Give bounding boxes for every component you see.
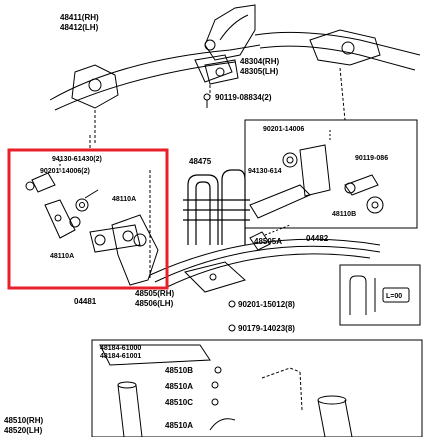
label-48510: 48510(RH): [4, 416, 43, 425]
bushing-48110A-upper: [75, 198, 89, 212]
highlighted-shackle-group: [25, 160, 159, 286]
shock-body-right: [135, 384, 143, 437]
shackle-left-hole: [54, 214, 62, 222]
frame-rail-left: [49, 44, 261, 101]
crossmember-right: [309, 29, 381, 66]
crossmember-hole: [341, 41, 355, 55]
shackle-left-nut: [25, 181, 35, 191]
shock-absorber-section: [91, 339, 423, 437]
label-04482: 04482: [306, 234, 329, 243]
label-90201-14006-top: 90201-14006: [263, 126, 304, 133]
label-94130-614: 94130-614: [248, 168, 282, 175]
inset-length-label: L=00: [386, 293, 402, 300]
highlight-box: [7, 148, 169, 290]
shock-large-left: [317, 399, 326, 437]
frame-tube-right-lower: [259, 45, 416, 71]
shackle-link-bar: [89, 224, 141, 253]
shackle-hanger-hole: [133, 233, 147, 247]
bracket-48304: [204, 59, 239, 85]
leader-48505A: [264, 224, 291, 236]
rear-hanger-bracket: [204, 4, 256, 61]
shock-eye: [209, 418, 236, 431]
bushing-leader: [84, 189, 99, 199]
bushing-48110A-lower: [69, 216, 81, 228]
bump-stop-48505A: [249, 231, 271, 251]
shock-body-left: [117, 384, 125, 437]
shackle-pin: [282, 152, 298, 168]
lower-detail-box: [91, 339, 423, 437]
shackle-bracket-arm: [249, 184, 311, 219]
label-90119-08834: 90119-08834(2): [215, 93, 272, 102]
leaf-spring: [149, 224, 381, 293]
spring-seat-plate: [184, 261, 246, 293]
label-48505A: 48505A: [254, 237, 282, 246]
label-48305: 48305(LH): [240, 67, 279, 76]
upper-frame-assembly: [49, 4, 421, 150]
u-bolt-48475: [183, 169, 250, 245]
label-48505: 48505(RH): [135, 289, 174, 298]
shackle-bracket-hole: [88, 78, 102, 92]
label-48411: 48411(RH): [60, 13, 99, 22]
shock-dashed-2: [299, 371, 303, 411]
lower-bracket: [99, 344, 211, 366]
label-90201-14006: 90201-14006(2): [40, 168, 90, 175]
shackle-left-plate: [44, 199, 76, 239]
label-48475: 48475: [189, 157, 212, 166]
shackle-bracket-front: [194, 54, 233, 83]
hanger-bracket-detail: [219, 14, 249, 41]
label-90201-15012: 90201-15012(8): [238, 300, 295, 309]
label-48510B: 48510B: [165, 366, 193, 375]
spring-seat-hole: [209, 273, 217, 281]
shackle-bushing-48110B: [366, 196, 384, 214]
u-bolt-inset: [339, 264, 421, 326]
lower-nut-3: [211, 398, 219, 406]
label-48110A-a: 48110A: [112, 196, 136, 203]
shackle-washer: [344, 182, 356, 194]
shackle-link-hole-2: [122, 230, 134, 242]
bushing-48110A-upper-inner: [79, 202, 85, 208]
label-48510C: 48510C: [165, 398, 193, 407]
label-48520: 48520(LH): [4, 426, 43, 435]
lower-nut-2: [211, 381, 219, 389]
label-90119-086: 90119-086: [355, 155, 388, 162]
nut-90201-15012: [228, 300, 236, 308]
label-48510A: 48510A: [165, 382, 193, 391]
label-94130-61430: 94130-61430(2): [52, 156, 102, 163]
bracket-48304-hole: [215, 67, 225, 77]
label-48506: 48506(LH): [135, 299, 174, 308]
dashed-leader-3: [339, 67, 346, 121]
shock-large-top: [317, 395, 347, 405]
frame-tube-right: [254, 31, 421, 56]
shackle-pin-inner: [286, 156, 294, 164]
washer-90179-14023: [228, 324, 236, 332]
shackle-plate: [299, 144, 331, 197]
label-48510A-2: 48510A: [165, 421, 193, 430]
label-bottom-2: 48184-61001: [100, 353, 141, 360]
label-48110A-b: 48110A: [50, 253, 74, 260]
label-bottom-1: 48184-61000: [100, 345, 141, 352]
hanger-bolt: [204, 39, 216, 51]
shackle-bushing-inner: [371, 201, 379, 209]
shackle-hanger: [111, 214, 159, 286]
label-48304: 48304(RH): [240, 57, 279, 66]
bolt-90119-08834: [203, 93, 211, 108]
shackle-left-bolt: [31, 172, 56, 193]
lower-nut-1: [214, 366, 222, 374]
shackle-bolt: [344, 174, 379, 196]
label-48412: 48412(LH): [60, 23, 99, 32]
shackle-detail-box: [244, 119, 418, 229]
label-48110B: 48110B: [332, 211, 356, 218]
shock-top: [117, 381, 137, 389]
label-90179-14023: 90179-14023(8): [238, 324, 295, 333]
shackle-bracket-upper: [71, 64, 119, 109]
frame-rail-left-lower: [54, 61, 236, 111]
shock-dashed: [261, 367, 301, 379]
label-04481: 04481: [74, 297, 97, 306]
shock-large-right: [344, 399, 353, 437]
shackle-link-hole-1: [94, 234, 106, 246]
